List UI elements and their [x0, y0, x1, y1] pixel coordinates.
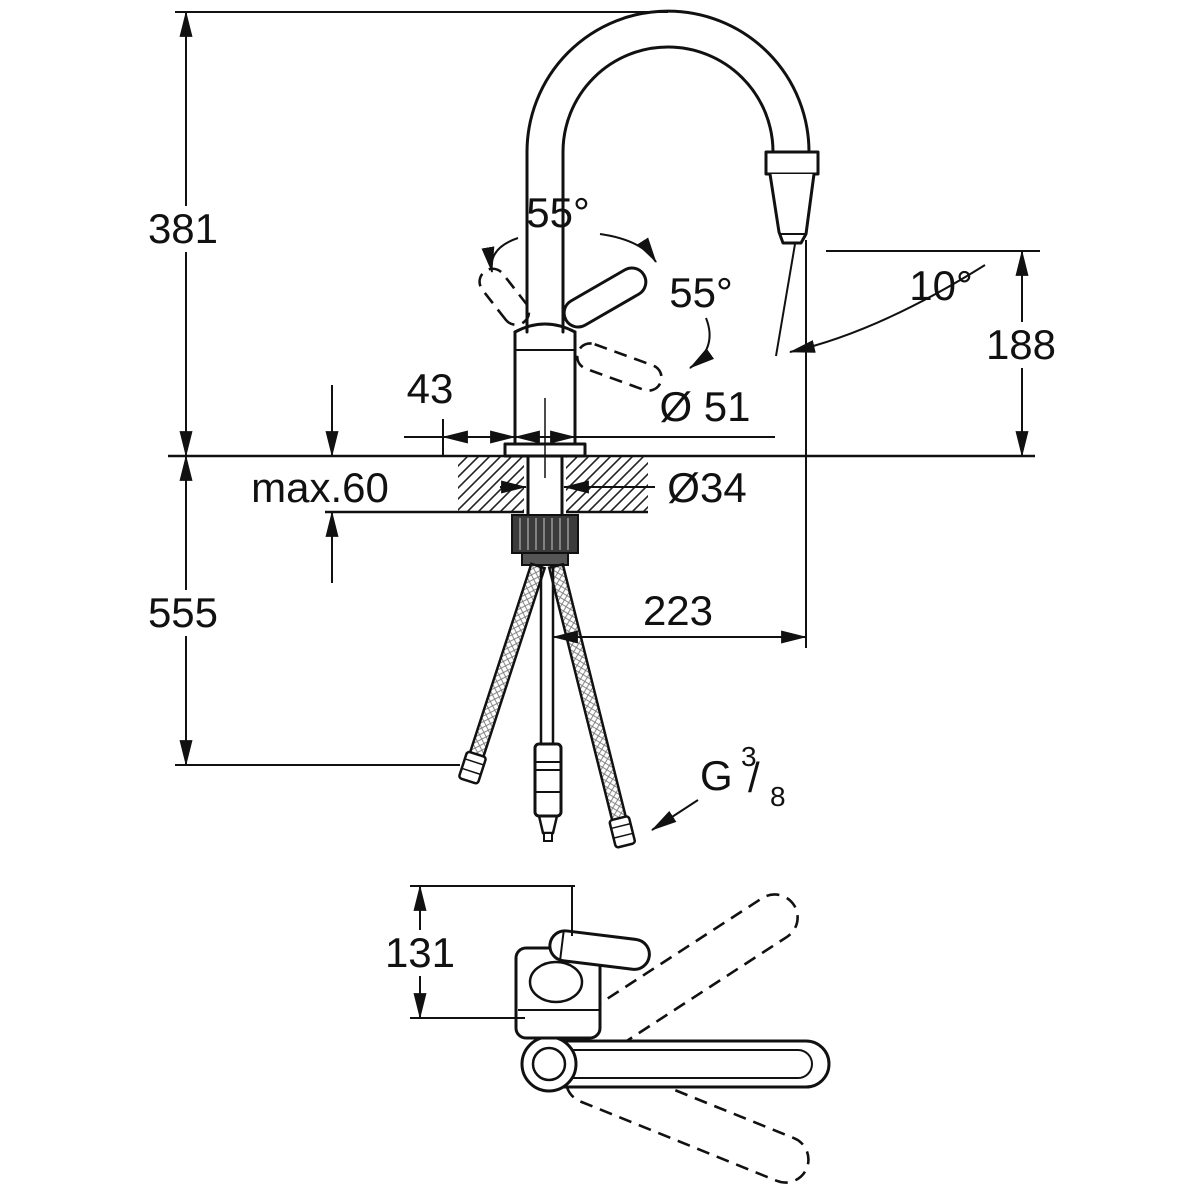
spray-head-coupling — [764, 150, 820, 176]
handle-lever — [562, 266, 648, 329]
spout-arm-inner-line — [549, 1049, 813, 1079]
spout-outer-arc — [525, 9, 811, 154]
supply-hose-right — [547, 562, 636, 849]
hose-crimp-collar — [521, 552, 569, 566]
hatch-right — [566, 456, 648, 512]
dim-555-label-bg — [146, 590, 220, 636]
swivel-arm-dashed-up — [560, 893, 799, 1065]
spout-arm-top — [547, 1039, 831, 1089]
thread-denominator: 8 — [770, 781, 786, 812]
handle-lever-top-view — [548, 929, 651, 971]
thread-slash: / — [748, 754, 760, 801]
swivel-joint-inner — [531, 1046, 567, 1082]
angle-55-up-leader-left — [481, 237, 519, 274]
dia-51-label: Ø 51 — [659, 383, 750, 430]
thread-leader — [651, 799, 699, 831]
hose-fitting-right — [608, 815, 636, 849]
dim-131-label: 131 — [385, 929, 455, 976]
spray-head — [768, 173, 816, 245]
angle-55-up-label: 55° — [526, 189, 590, 236]
angle-55-side-leader — [689, 317, 715, 369]
counter-hatch — [168, 454, 1035, 514]
spout-tube — [525, 150, 565, 334]
dia-34-label: Ø34 — [667, 464, 746, 511]
dim-223-label: 223 — [643, 587, 713, 634]
outlet-axis-line — [775, 243, 796, 357]
threaded-shank — [526, 454, 564, 517]
supply-hose-left — [458, 562, 547, 785]
dashed-lever-right — [575, 342, 663, 392]
body-top-dome — [513, 322, 577, 334]
angle-55-side-label: 55° — [669, 269, 733, 316]
angle-10-label: 10° — [909, 262, 973, 309]
dim-max60-label: max.60 — [251, 464, 389, 511]
dashed-lever-left — [478, 267, 531, 327]
hatch-left — [458, 456, 524, 512]
dim-555-label: 555 — [148, 589, 218, 636]
hose-fitting-left — [458, 750, 487, 785]
mounting-nut-knurl — [519, 518, 569, 550]
angle-55-up-leader-right — [599, 233, 657, 263]
dim-43-label: 43 — [407, 365, 454, 412]
dim-381-label: 381 — [148, 205, 218, 252]
angle-10-arc — [788, 264, 986, 353]
faucet-front-view — [458, 9, 820, 849]
dimension-lines: 381 555 188 43 Ø 51 Ø34 max.60 — [146, 10, 1062, 1020]
thread-numerator: 3 — [741, 741, 757, 772]
pullout-hose — [539, 566, 555, 744]
thread-size-label: G 3 / 8 — [651, 741, 786, 831]
dim-381-label-bg — [146, 206, 220, 252]
faucet-top-view — [514, 893, 831, 1184]
spout-inner-arc — [561, 45, 775, 154]
pullout-hose-weight — [533, 742, 563, 842]
thread-letter: G — [700, 752, 733, 799]
dim-188-label-bg — [982, 322, 1062, 368]
swivel-joint-outer — [520, 1035, 578, 1093]
cartridge-dome — [528, 960, 584, 1004]
dim-188-label: 188 — [986, 321, 1056, 368]
dim-131-label-bg — [383, 934, 457, 976]
